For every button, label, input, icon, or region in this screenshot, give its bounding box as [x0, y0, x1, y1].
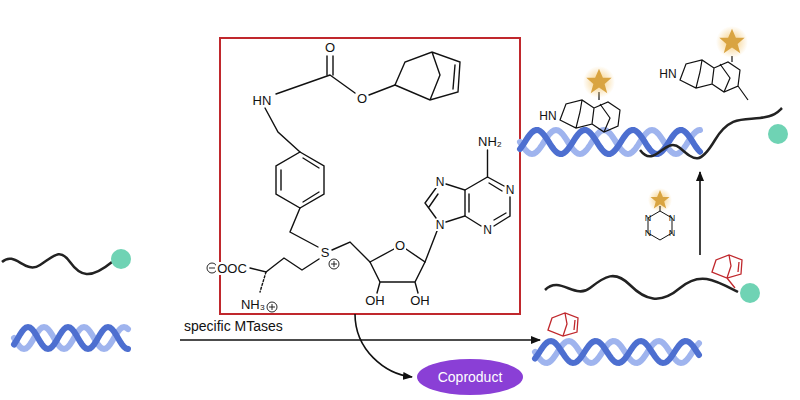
helix-strand: [535, 341, 699, 363]
dna-helix: [535, 341, 699, 363]
atom-label: O: [356, 92, 368, 105]
helix-strand: [520, 130, 700, 154]
rna-label-bead: [740, 283, 760, 303]
coproduct-arrow: [355, 314, 412, 377]
atom-label: N: [482, 224, 493, 236]
atom-label: HN: [538, 110, 557, 122]
rna-strand: [640, 108, 782, 158]
atom-label: NH₂: [477, 135, 503, 148]
helix-strand: [14, 327, 128, 349]
atom-label: OOC: [216, 262, 248, 275]
fluorophore-star: [583, 66, 615, 98]
helix-strand: [520, 130, 700, 154]
rna-strand: [2, 254, 112, 274]
atom-label: HN: [658, 68, 677, 80]
atom-label: N: [668, 229, 677, 238]
atom-label: N: [668, 214, 677, 223]
helix-strand: [14, 327, 128, 349]
sam-analog-structure: [250, 52, 510, 293]
atom-label: NH₃: [240, 298, 266, 311]
reaction-label: specific MTases: [183, 319, 284, 333]
atom-label: OH: [364, 294, 386, 307]
rna-label-bead: [768, 124, 788, 144]
atom-label: O: [324, 41, 336, 54]
atom-label: S: [320, 246, 331, 259]
click-arrow: [699, 172, 701, 255]
charge-symbols: [207, 259, 339, 312]
atom-label: O: [394, 239, 406, 252]
tetrazine-ring: [648, 206, 672, 240]
rna-label-bead: [111, 249, 131, 269]
atom-label: N: [644, 229, 653, 238]
atom-label: N: [505, 184, 516, 196]
node-text: Coproduct: [438, 369, 503, 385]
atom-label: N: [644, 214, 653, 223]
fluorophore-star: [716, 26, 748, 58]
atom-label: N: [435, 176, 446, 188]
coproduct-ellipse: Coproduct: [416, 358, 524, 396]
highlight-box: [220, 38, 520, 314]
dna-helix: [14, 327, 128, 349]
atom-label: HN: [252, 94, 273, 107]
rna-strand: [545, 276, 738, 299]
atom-label: N: [435, 219, 446, 231]
atom-label: OH: [409, 294, 431, 307]
helix-strand: [535, 341, 699, 363]
norbornene-tag: [548, 255, 742, 336]
dna-helix: [520, 130, 700, 154]
click-adduct: [560, 56, 748, 132]
ellipse-fill: [417, 359, 523, 395]
